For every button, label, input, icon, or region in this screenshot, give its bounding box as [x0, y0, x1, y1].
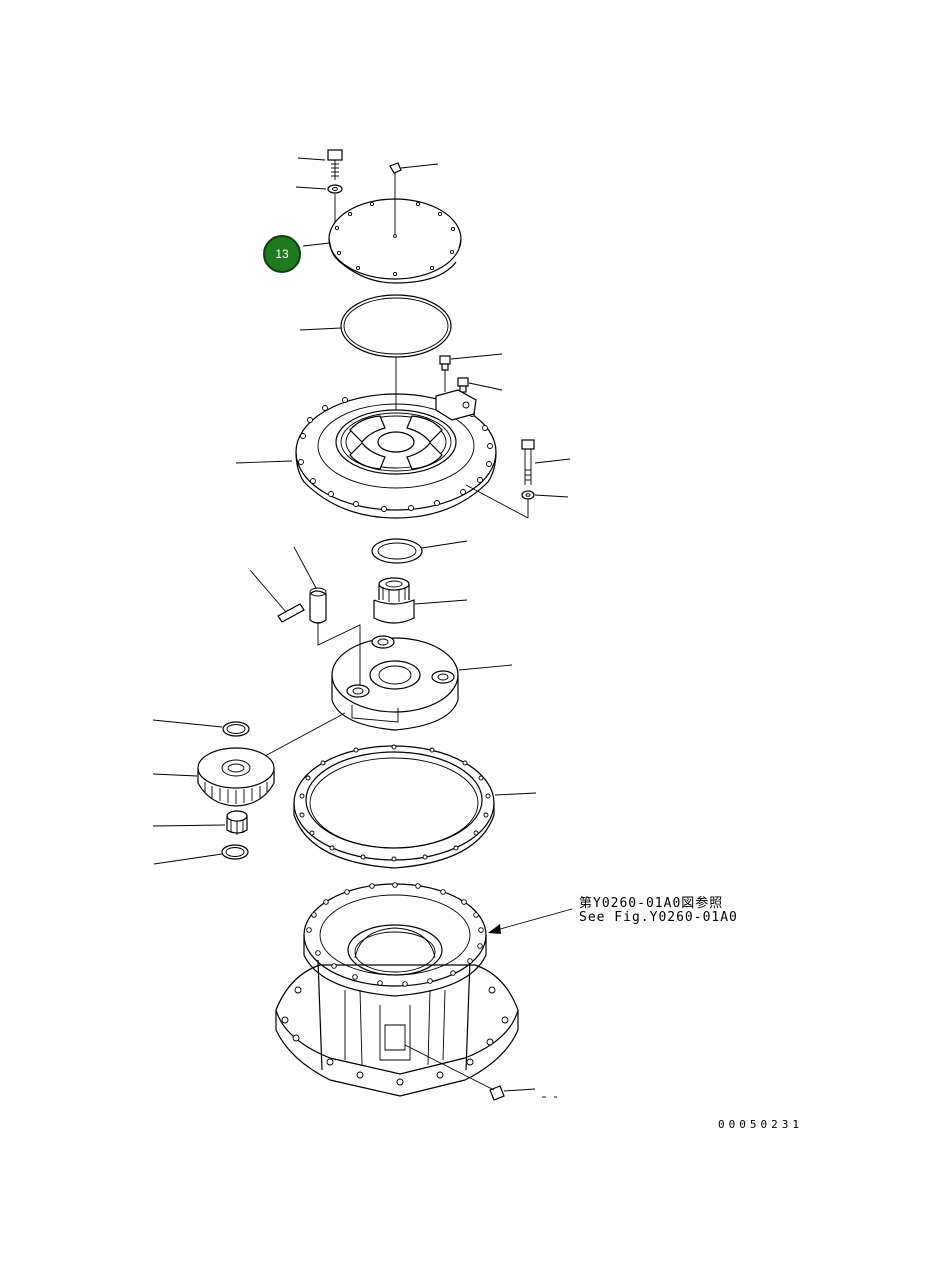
sun-gear — [373, 577, 468, 624]
needle-bearing — [152, 810, 248, 835]
cover-plug — [389, 162, 439, 236]
top-washer — [295, 184, 343, 222]
cover-plate — [302, 198, 462, 284]
top-cover-bolt — [297, 149, 343, 180]
planet-carrier — [331, 635, 513, 731]
planet-thrust-washer-lower — [153, 844, 249, 865]
document-number: 00050231 — [718, 1118, 803, 1131]
planet-thrust-washer-upper — [152, 719, 250, 737]
reference-note-japanese: 第Y0260-01A0図参照 — [579, 896, 724, 911]
drain-plug — [404, 1044, 557, 1101]
swing-machinery-case — [275, 882, 573, 1097]
callout-badge[interactable]: 13 — [263, 235, 301, 273]
thrust-ring — [371, 538, 468, 564]
reference-note-english: See Fig.Y0260-01A0 — [579, 910, 738, 925]
housing-bolt — [521, 439, 571, 485]
planet-pin — [293, 546, 361, 695]
upper-housing — [235, 389, 497, 519]
spring-pin — [249, 569, 305, 623]
planet-gear — [152, 712, 346, 807]
housing-washer — [465, 484, 569, 519]
ring-gear — [293, 744, 537, 869]
o-ring — [299, 294, 452, 410]
housing-plug-1 — [439, 353, 503, 392]
